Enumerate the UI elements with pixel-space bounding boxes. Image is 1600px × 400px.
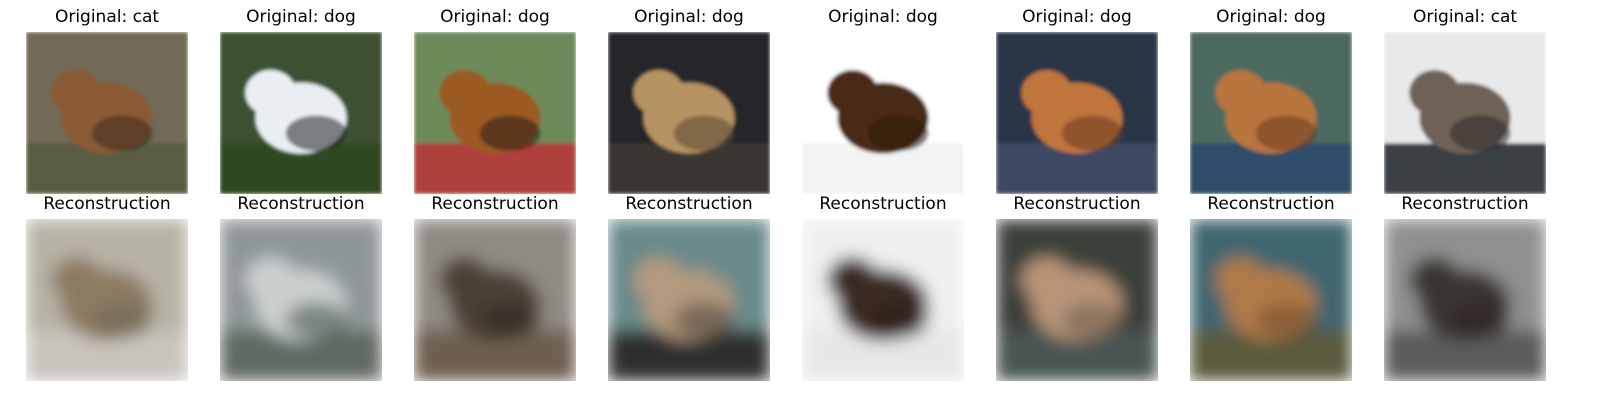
image-shading	[479, 115, 541, 151]
image-content	[996, 32, 1158, 194]
panel-title: Original: dog	[1022, 7, 1132, 27]
image-canvas	[1384, 32, 1546, 194]
image-content	[802, 219, 964, 381]
panel-title: Original: dog	[440, 7, 550, 27]
image-subject-head	[633, 69, 684, 116]
image-reconstruction-8	[1384, 219, 1546, 381]
image-shading	[867, 302, 929, 338]
panel-title: Reconstruction	[1207, 194, 1335, 214]
image-shading	[1061, 115, 1123, 151]
panel-title: Reconstruction	[43, 194, 171, 214]
image-content	[608, 32, 770, 194]
image-canvas	[608, 219, 770, 381]
image-reconstruction-3	[414, 219, 576, 381]
image-canvas	[802, 219, 964, 381]
image-subject-head	[1409, 256, 1460, 303]
image-subject-head	[1409, 69, 1460, 116]
image-canvas	[26, 32, 188, 194]
image-shading	[1061, 302, 1123, 338]
image-subject-head	[1215, 256, 1266, 303]
panel-title: Original: cat	[1412, 7, 1518, 27]
image-original-4	[608, 32, 770, 194]
image-canvas	[414, 32, 576, 194]
image-subject-head	[633, 256, 684, 303]
image-original-6	[996, 32, 1158, 194]
panel-title: Original: dog	[634, 7, 744, 27]
panel-title: Reconstruction	[431, 194, 559, 214]
image-canvas	[1190, 219, 1352, 381]
panel-title: Reconstruction	[1401, 194, 1529, 214]
image-reconstruction-2	[220, 219, 382, 381]
image-shading	[285, 115, 347, 151]
image-canvas	[1190, 32, 1352, 194]
image-subject-head	[1021, 69, 1072, 116]
image-content	[26, 219, 188, 381]
image-shading	[867, 115, 929, 151]
image-subject-head	[51, 69, 102, 116]
image-subject-head	[245, 69, 296, 116]
panel-title: Original: dog	[1216, 7, 1326, 27]
image-original-5	[802, 32, 964, 194]
image-content	[1384, 32, 1546, 194]
image-reconstruction-4	[608, 219, 770, 381]
image-content	[996, 219, 1158, 381]
image-canvas	[220, 32, 382, 194]
image-subject-head	[439, 69, 490, 116]
panel-title: Original: dog	[246, 7, 356, 27]
image-subject-head	[51, 256, 102, 303]
image-shading	[673, 115, 735, 151]
panel-title: Reconstruction	[237, 194, 365, 214]
image-subject-head	[827, 69, 878, 116]
image-shading	[1255, 115, 1317, 151]
image-content	[26, 32, 188, 194]
image-reconstruction-7	[1190, 219, 1352, 381]
image-canvas	[26, 219, 188, 381]
panel-title: Reconstruction	[625, 194, 753, 214]
image-shading	[1449, 115, 1511, 151]
image-canvas	[414, 219, 576, 381]
image-original-3	[414, 32, 576, 194]
image-canvas	[802, 32, 964, 194]
image-shading	[479, 302, 541, 338]
image-content	[414, 219, 576, 381]
panel-title: Original: cat	[54, 7, 160, 27]
image-content	[608, 219, 770, 381]
image-canvas	[1384, 219, 1546, 381]
image-original-1	[26, 32, 188, 194]
image-subject-head	[245, 256, 296, 303]
image-canvas	[996, 32, 1158, 194]
panel-title: Reconstruction	[819, 194, 947, 214]
image-content	[414, 32, 576, 194]
panel-title: Reconstruction	[1013, 194, 1141, 214]
image-subject-head	[1215, 69, 1266, 116]
image-subject-head	[827, 256, 878, 303]
image-canvas	[608, 32, 770, 194]
image-shading	[91, 115, 153, 151]
image-content	[220, 32, 382, 194]
image-original-2	[220, 32, 382, 194]
image-subject-head	[1021, 256, 1072, 303]
image-canvas	[220, 219, 382, 381]
image-shading	[285, 302, 347, 338]
image-content	[1190, 32, 1352, 194]
image-reconstruction-5	[802, 219, 964, 381]
image-reconstruction-1	[26, 219, 188, 381]
image-subject-head	[439, 256, 490, 303]
image-reconstruction-6	[996, 219, 1158, 381]
panel-title: Original: dog	[828, 7, 938, 27]
image-shading	[673, 302, 735, 338]
image-original-8	[1384, 32, 1546, 194]
image-content	[220, 219, 382, 381]
image-shading	[1255, 302, 1317, 338]
image-content	[1384, 219, 1546, 381]
image-content	[802, 32, 964, 194]
image-canvas	[996, 219, 1158, 381]
image-original-7	[1190, 32, 1352, 194]
image-shading	[1449, 302, 1511, 338]
image-shading	[91, 302, 153, 338]
image-content	[1190, 219, 1352, 381]
